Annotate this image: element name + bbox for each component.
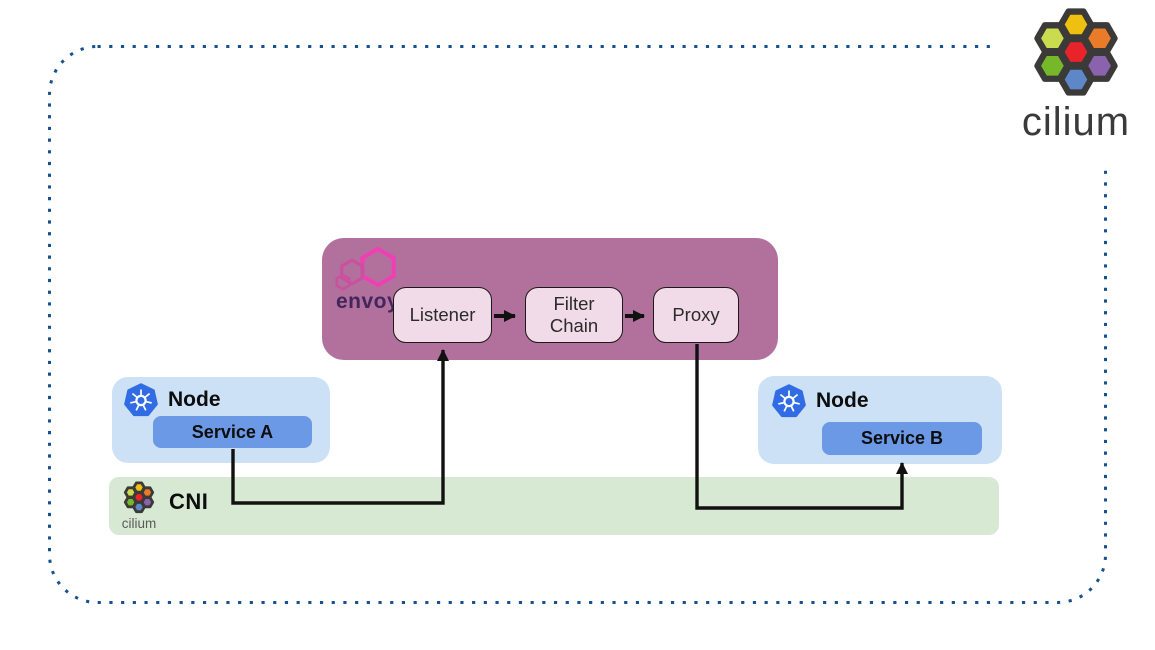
envoy-hexagons-icon [335, 246, 396, 291]
listener-box: Listener [393, 287, 492, 343]
envoy-container: envoy Listener Filter Chain Proxy [322, 238, 778, 360]
cilium-mini-wordmark: cilium [121, 516, 157, 531]
cni-label: CNI [169, 489, 209, 514]
cilium-wordmark: cilium [1021, 100, 1131, 144]
node-left: Node Service A [112, 377, 330, 463]
node-left-label: Node [168, 388, 221, 411]
proxy-box: Proxy [653, 287, 739, 343]
filter-chain-box: Filter Chain [525, 287, 623, 343]
cilium-hexagons-icon [1017, 4, 1135, 104]
service-b-box: Service B [822, 422, 982, 455]
node-right-label: Node [816, 389, 869, 412]
cilium-mini-logo: cilium [118, 480, 160, 531]
cni-bar: cilium CNI [109, 477, 999, 535]
envoy-wordmark: envoy [336, 290, 400, 313]
kubernetes-icon [772, 384, 806, 418]
service-a-box: Service A [153, 416, 312, 448]
cilium-hexagons-icon [123, 481, 155, 514]
node-right: Node Service B [758, 376, 1002, 464]
envoy-logo: envoy [334, 242, 414, 312]
cilium-logo: cilium [997, 0, 1155, 168]
kubernetes-icon [124, 383, 158, 417]
